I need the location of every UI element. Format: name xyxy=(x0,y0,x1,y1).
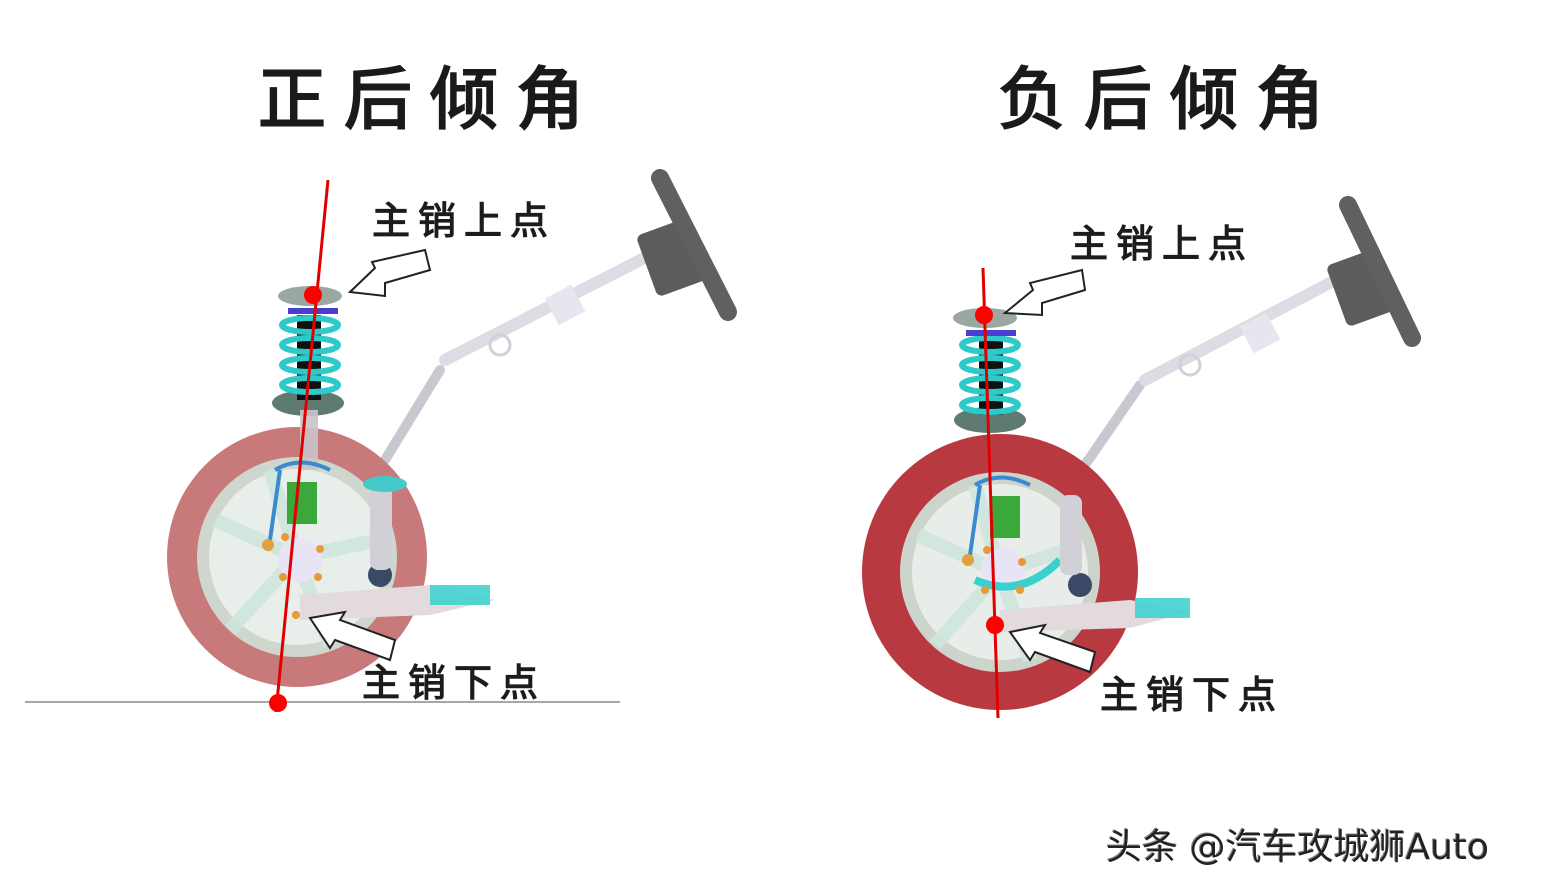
watermark: 头条 @汽车攻城狮Auto xyxy=(1106,827,1490,868)
arrow-lower-left-icon xyxy=(308,610,397,662)
upper-kingpin-point-left xyxy=(304,286,322,304)
lower-kingpin-label-right: 主销下点 xyxy=(1100,672,1285,717)
kingpin-axis-left xyxy=(274,179,330,713)
left-suspension-illustration xyxy=(25,169,737,713)
caliper-left-icon xyxy=(287,482,317,524)
caliper-right-icon xyxy=(990,496,1020,538)
negative-caster-title: 负后倾角 xyxy=(998,60,1343,140)
upper-kingpin-label-right: 主销上点 xyxy=(1070,221,1255,266)
kingpin-axis-right xyxy=(981,267,1000,719)
arrow-upper-left-icon xyxy=(347,248,432,298)
lower-kingpin-point-right xyxy=(986,616,1004,634)
lower-kingpin-label-left: 主销下点 xyxy=(362,660,547,705)
upper-kingpin-label-left: 主销上点 xyxy=(372,198,557,243)
arrow-lower-right-icon xyxy=(1008,623,1097,674)
steering-column-left-icon xyxy=(380,169,737,465)
positive-caster-title: 正后倾角 xyxy=(258,60,603,140)
arrow-upper-right-icon xyxy=(1002,268,1087,317)
steering-column-right-icon xyxy=(1080,196,1421,470)
lower-kingpin-point-left xyxy=(269,694,287,712)
spring-seat-left-icon xyxy=(272,390,344,416)
spring-seat-right-icon xyxy=(954,407,1026,433)
coil-spring-right-icon xyxy=(959,335,1021,415)
right-suspension-illustration xyxy=(862,196,1421,719)
upper-kingpin-point-right xyxy=(975,306,993,324)
